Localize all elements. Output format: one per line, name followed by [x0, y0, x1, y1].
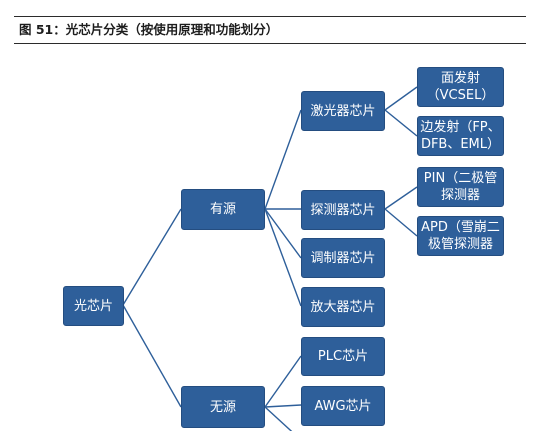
- node-text: PIN（二极管 探测器: [424, 170, 497, 204]
- node-label-line: APD（雪崩二: [421, 220, 500, 235]
- node-label: 激光器芯片: [310, 103, 376, 119]
- node-label-line: 面发射: [440, 71, 480, 86]
- node-label: 无源: [209, 399, 236, 415]
- node-label-line: 边发射（FP、: [420, 120, 501, 135]
- node-apd: APD（雪崩二 极管探测器: [417, 216, 504, 256]
- edge-laser-vcsel: [384, 86, 418, 111]
- node-optical-chip: 光芯片: [63, 286, 124, 326]
- node-label-line: PIN（二极管: [423, 171, 498, 186]
- node-vcsel: 面发射 （VCSEL）: [417, 67, 504, 107]
- node-awg-chip: AWG芯片: [301, 386, 385, 426]
- edge-passive-awg: [264, 404, 302, 408]
- node-modulator-chip: 调制器芯片: [301, 238, 385, 278]
- node-passive: 无源: [181, 386, 265, 428]
- figure-caption: 图 51：光芯片分类（按使用原理和功能划分）: [19, 22, 279, 37]
- node-label-line: （VCSEL）: [426, 88, 495, 103]
- node-text: 边发射（FP、 DFB、EML）: [420, 119, 500, 153]
- node-label-line: 极管探测器: [427, 237, 493, 252]
- node-plc-chip: PLC芯片: [301, 337, 385, 376]
- caption-bottom-rule: [14, 43, 526, 44]
- node-amplifier-chip: 放大器芯片: [301, 287, 385, 327]
- edge-detector-apd: [384, 208, 418, 237]
- edge-root-active: [122, 208, 182, 306]
- node-label: AWG芯片: [314, 398, 372, 414]
- edge-active-laser: [264, 109, 302, 210]
- node-active: 有源: [181, 189, 265, 230]
- node-text: APD（雪崩二 极管探测器: [421, 219, 500, 253]
- node-text: 面发射 （VCSEL）: [427, 70, 495, 104]
- node-label: 光芯片: [73, 298, 113, 314]
- node-label: 调制器芯片: [310, 250, 376, 266]
- node-label: PLC芯片: [317, 349, 369, 364]
- node-edge-emitting: 边发射（FP、 DFB、EML）: [417, 116, 504, 156]
- node-label: 有源: [209, 202, 236, 217]
- edge-passive-plc: [264, 355, 302, 408]
- node-label: 放大器芯片: [310, 299, 376, 315]
- edge-root-passive: [122, 304, 182, 408]
- caption-top-rule: [14, 16, 526, 17]
- node-detector-chip: 探测器芯片: [301, 190, 385, 230]
- node-label-line: DFB、EML）: [420, 137, 501, 152]
- edge-detector-pin: [384, 186, 418, 210]
- node-label: 探测器芯片: [310, 202, 376, 218]
- edge-laser-edge: [384, 109, 418, 137]
- edge-active-modulator: [264, 208, 302, 259]
- edge-active-amplifier: [264, 208, 302, 307]
- node-pin: PIN（二极管 探测器: [417, 167, 504, 207]
- node-laser-chip: 激光器芯片: [301, 91, 385, 131]
- node-label-line: 探测器: [440, 188, 480, 203]
- edge-passive-extra: [264, 406, 293, 431]
